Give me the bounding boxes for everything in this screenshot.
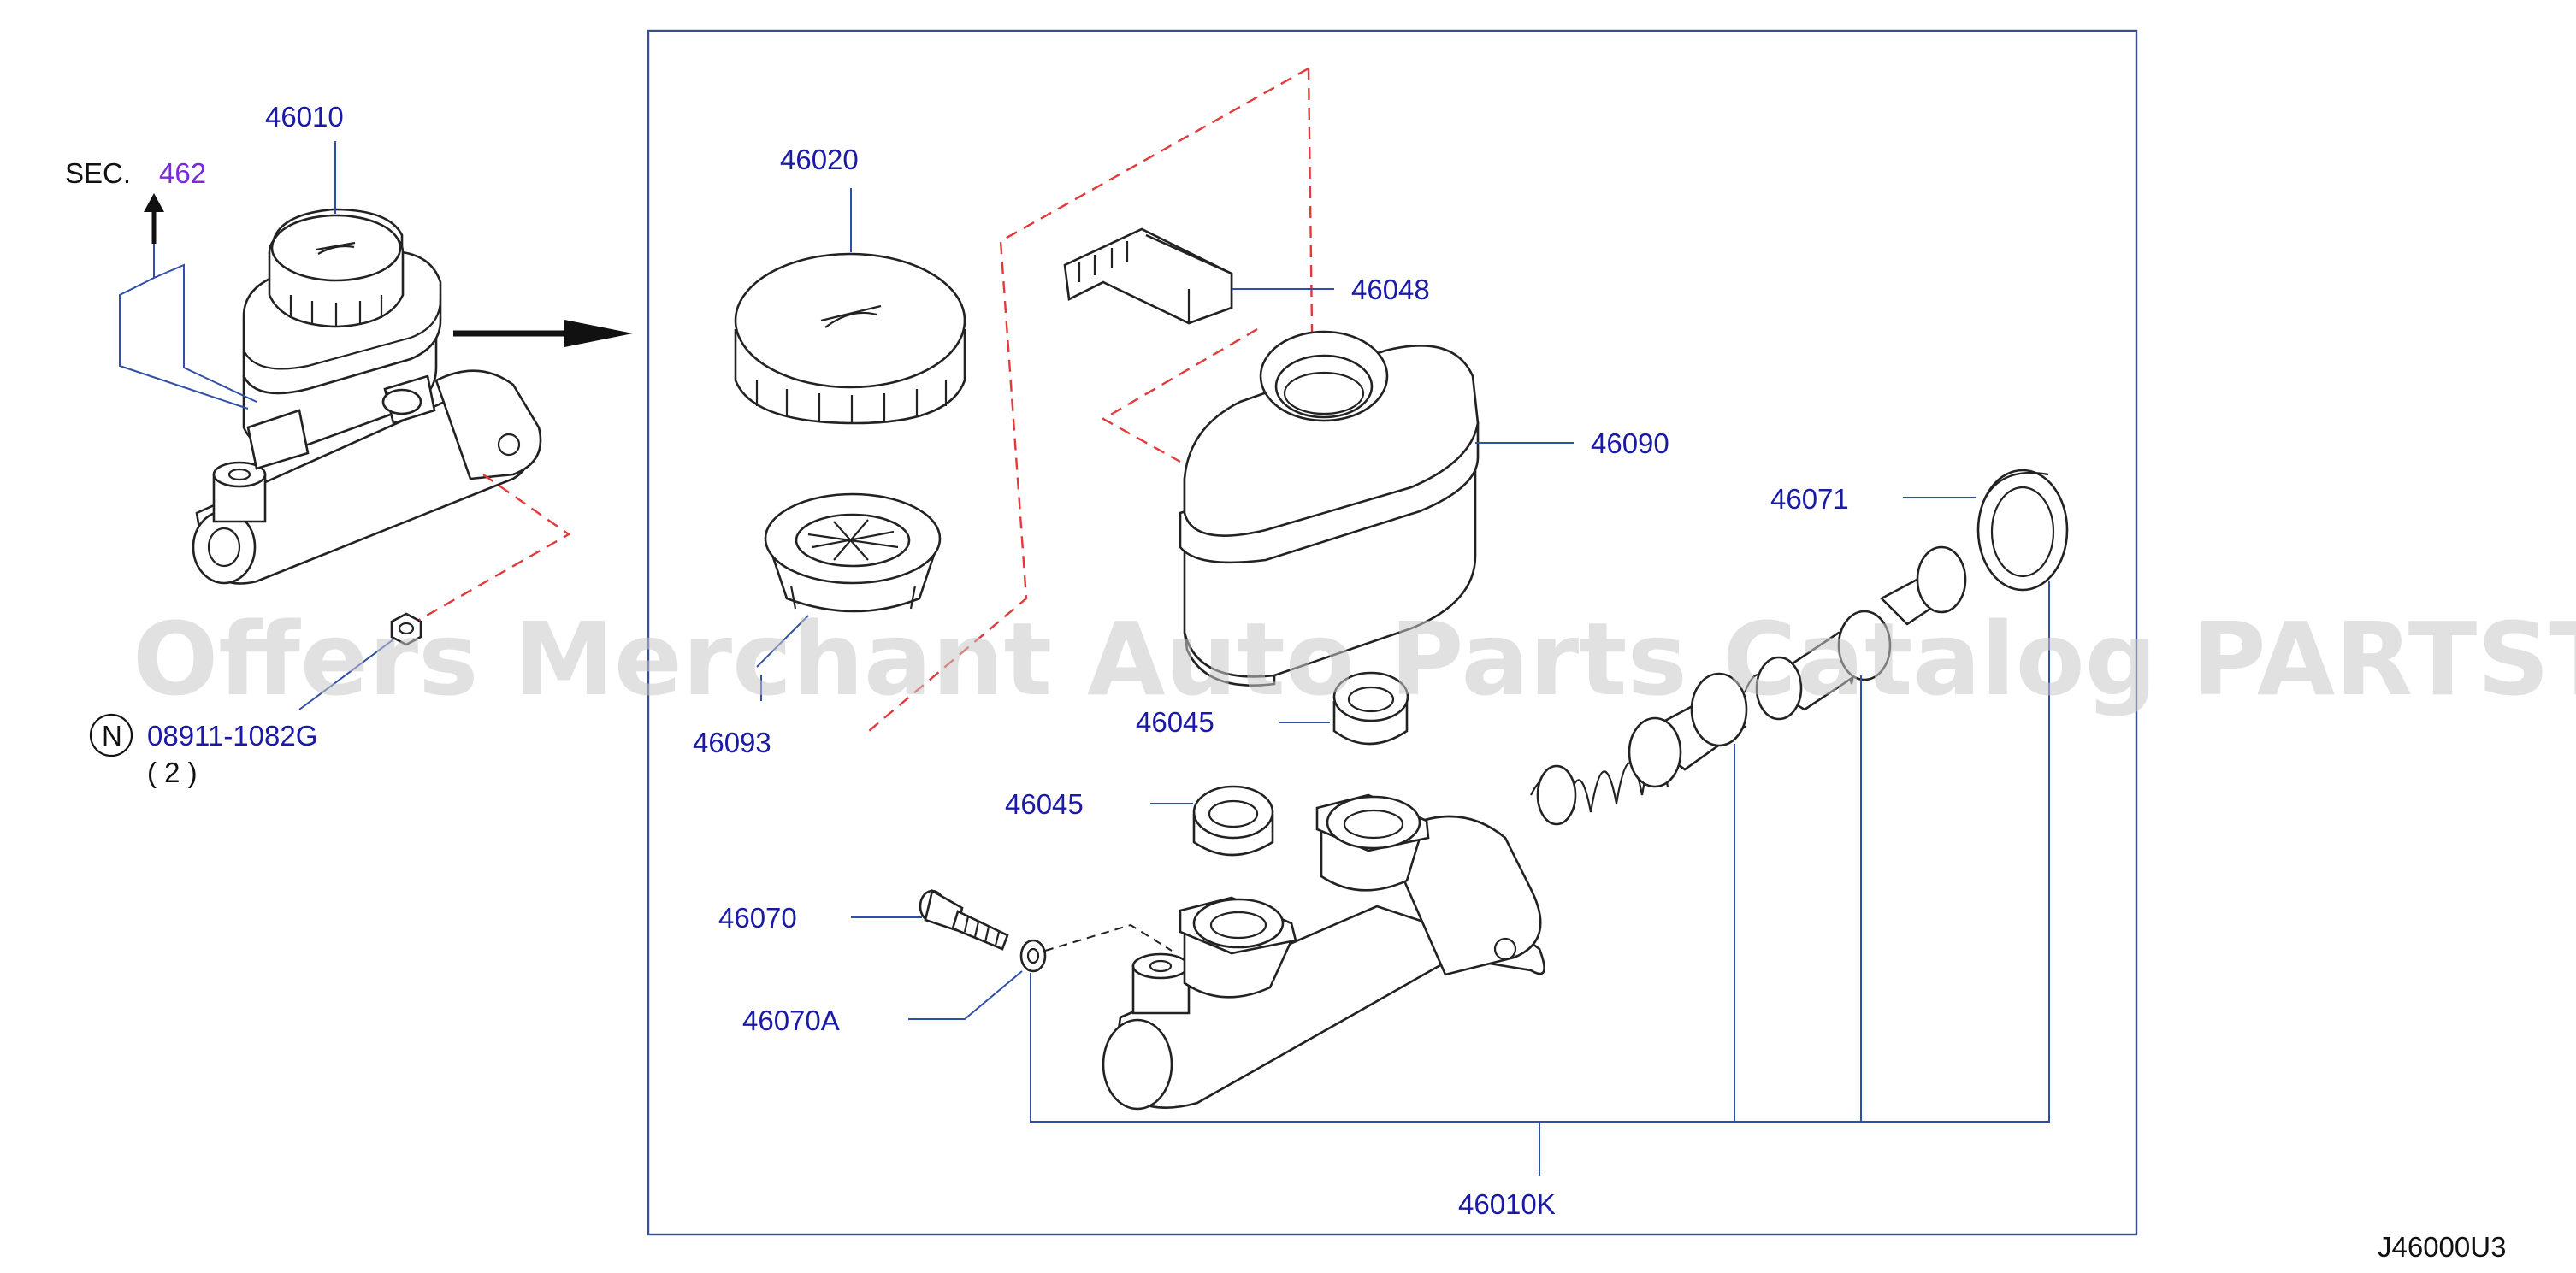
label-46045-lower[interactable]: 46045: [1005, 788, 1084, 820]
label-46070A[interactable]: 46070A: [742, 1005, 840, 1036]
sec-up-arrow-icon: [144, 193, 164, 244]
label-46045-upper[interactable]: 46045: [1136, 706, 1214, 738]
label-46010K[interactable]: 46010K: [1458, 1188, 1556, 1220]
nut-symbol-circle: [89, 713, 133, 757]
label-46048[interactable]: 46048: [1351, 274, 1430, 305]
explode-arrow-icon: [453, 320, 633, 347]
label-nut-qty: ( 2 ): [147, 757, 198, 788]
connector-46048[interactable]: [1063, 227, 1233, 325]
label-nut-part[interactable]: 08911-1082G: [147, 720, 317, 751]
reservoir-46090[interactable]: [1179, 330, 1480, 687]
diagram-id: J46000U3: [2378, 1231, 2506, 1263]
bolt-46070[interactable]: [919, 889, 1009, 951]
piston-kit-46071[interactable]: [1530, 469, 2069, 826]
watermark-text: Offers Merchant Auto Parts Catalog PARTS…: [133, 600, 2576, 718]
sec-leader: [119, 244, 249, 410]
assembled-master-cylinder[interactable]: [192, 208, 542, 585]
nut-08911[interactable]: [390, 612, 422, 646]
label-46093[interactable]: 46093: [693, 727, 771, 758]
washer-46070A[interactable]: [1019, 939, 1047, 973]
seal-46045-upper[interactable]: [1332, 671, 1409, 746]
label-46010[interactable]: 46010: [265, 101, 344, 133]
seal-46045-lower[interactable]: [1192, 785, 1274, 857]
cap-46020[interactable]: [734, 252, 966, 425]
sec-label: SEC.: [65, 157, 131, 189]
strainer-46093[interactable]: [764, 492, 942, 613]
nut-symbol: N: [102, 720, 122, 751]
label-46070[interactable]: 46070: [718, 902, 797, 934]
label-46090[interactable]: 46090: [1591, 427, 1669, 459]
cylinder-body-46010K[interactable]: [1102, 793, 1545, 1111]
sec-ref-link[interactable]: 462: [159, 157, 206, 189]
exploded-view-frame: [647, 29, 2138, 1236]
label-46071[interactable]: 46071: [1770, 483, 1849, 515]
label-46020[interactable]: 46020: [780, 144, 859, 175]
